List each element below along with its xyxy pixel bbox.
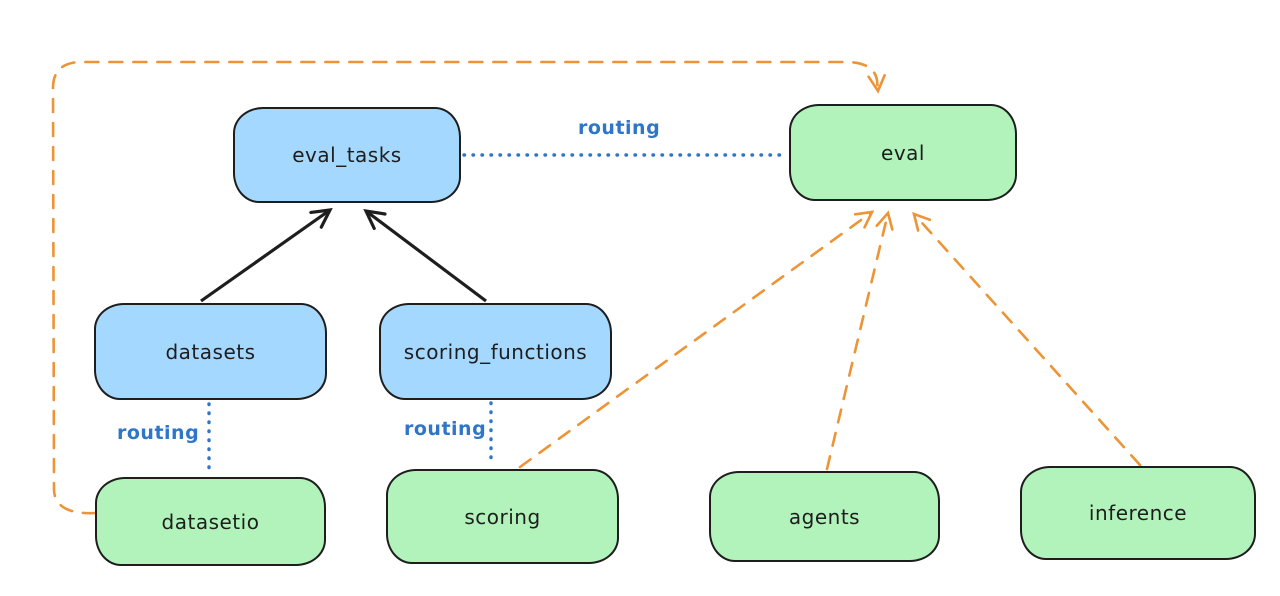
routing-label-eval_tasks-eval: routing [578,117,661,139]
node-eval-tasks-label: eval_tasks [292,143,402,167]
node-eval-label: eval [881,140,925,165]
node-scoring: scoring [386,469,619,564]
edge-inference-to-eval [912,211,1142,467]
node-datasetio: datasetio [95,477,326,566]
routing-label-scoring_functions-scoring: routing [404,418,487,440]
node-agents-label: agents [788,504,861,529]
routing-label-datasets-datasetio: routing [117,422,200,444]
edge-datasetio-to-eval [51,60,886,515]
edge-agents-to-eval [825,210,894,471]
node-agents: agents [709,471,940,562]
node-inference-label: inference [1088,501,1188,525]
node-scoring-label: scoring [464,504,541,529]
edge-datasets-to-eval_tasks [200,208,333,303]
node-datasets: datasets [94,303,327,400]
node-scoring-functions: scoring_functions [379,303,612,400]
edge-scoring_functions-to-eval_tasks [363,208,487,303]
node-eval-tasks: eval_tasks [233,107,461,203]
node-inference: inference [1020,466,1256,560]
node-scoring-functions-label: scoring_functions [403,339,588,364]
node-datasetio-label: datasetio [161,509,260,534]
node-datasets-label: datasets [165,339,256,364]
node-eval: eval [789,104,1017,201]
